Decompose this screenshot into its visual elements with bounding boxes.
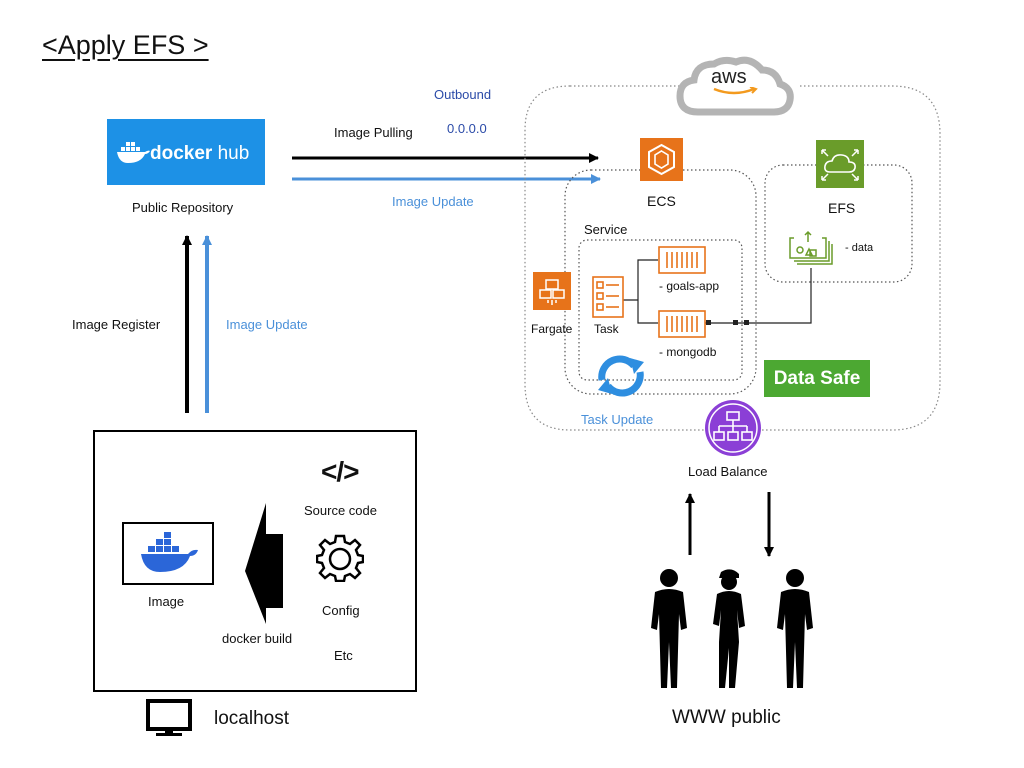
- docker-build-arrow: [245, 503, 283, 624]
- container-icon: [658, 246, 706, 274]
- goals-app-label: - goals-app: [659, 279, 720, 293]
- docker-hub-wordmark: docker hub: [150, 143, 250, 164]
- docker-whale-icon: [117, 142, 150, 163]
- image-box: [122, 522, 214, 585]
- efs-data-icon: [789, 230, 833, 265]
- container-icon: [658, 310, 706, 338]
- fargate-icon: [533, 272, 571, 310]
- data-safe-badge: Data Safe: [764, 360, 870, 397]
- service-label: Service: [584, 222, 628, 237]
- page-title: <Apply EFS >: [42, 30, 209, 60]
- task-update-label: Task Update: [581, 412, 654, 427]
- outbound-label: Outbound: [434, 87, 492, 102]
- config-label: Config: [322, 603, 360, 618]
- task-icon: [592, 276, 624, 318]
- image-pulling-label: Image Pulling: [334, 125, 413, 140]
- load-balancer-icon: [705, 400, 761, 456]
- docker-build-label: docker build: [222, 631, 293, 646]
- localhost-label: localhost: [214, 708, 289, 729]
- mongodb-efs-mount-line: [705, 268, 812, 324]
- aws-cloud-icon: [676, 56, 794, 116]
- code-icon: </>: [321, 456, 359, 487]
- task-label: Task: [594, 322, 619, 336]
- monitor-icon: [146, 699, 192, 736]
- source-code-label: Source code: [304, 503, 377, 518]
- image-register-label: Image Register: [72, 317, 161, 332]
- image-update-left-label: Image Update: [226, 317, 308, 332]
- aws-smile-icon: [713, 87, 758, 95]
- service-boundary: [578, 239, 743, 381]
- public-repository-label: Public Repository: [132, 200, 234, 215]
- image-update-top-label: Image Update: [392, 194, 474, 209]
- www-public-label: WWW public: [672, 707, 781, 728]
- mongodb-label: - mongodb: [659, 345, 717, 359]
- fargate-label: Fargate: [531, 322, 573, 336]
- outbound-ip-label: 0.0.0.0: [447, 121, 487, 136]
- people-silhouette-icon: [651, 569, 813, 688]
- refresh-icon: [598, 355, 644, 397]
- aws-cloud-boundary: [524, 85, 941, 431]
- efs-label: EFS: [828, 200, 856, 216]
- ecs-label: ECS: [647, 193, 676, 209]
- gear-icon: [316, 534, 364, 582]
- efs-icon: [816, 140, 864, 188]
- load-balance-label: Load Balance: [688, 464, 768, 479]
- aws-logo-text: aws: [711, 66, 747, 88]
- docker-whale-icon: [141, 532, 198, 572]
- data-volume-label: - data: [845, 242, 874, 254]
- ecs-icon: [640, 138, 683, 181]
- image-label: Image: [148, 594, 185, 609]
- etc-label: Etc: [334, 648, 353, 663]
- localhost-box: [93, 430, 417, 692]
